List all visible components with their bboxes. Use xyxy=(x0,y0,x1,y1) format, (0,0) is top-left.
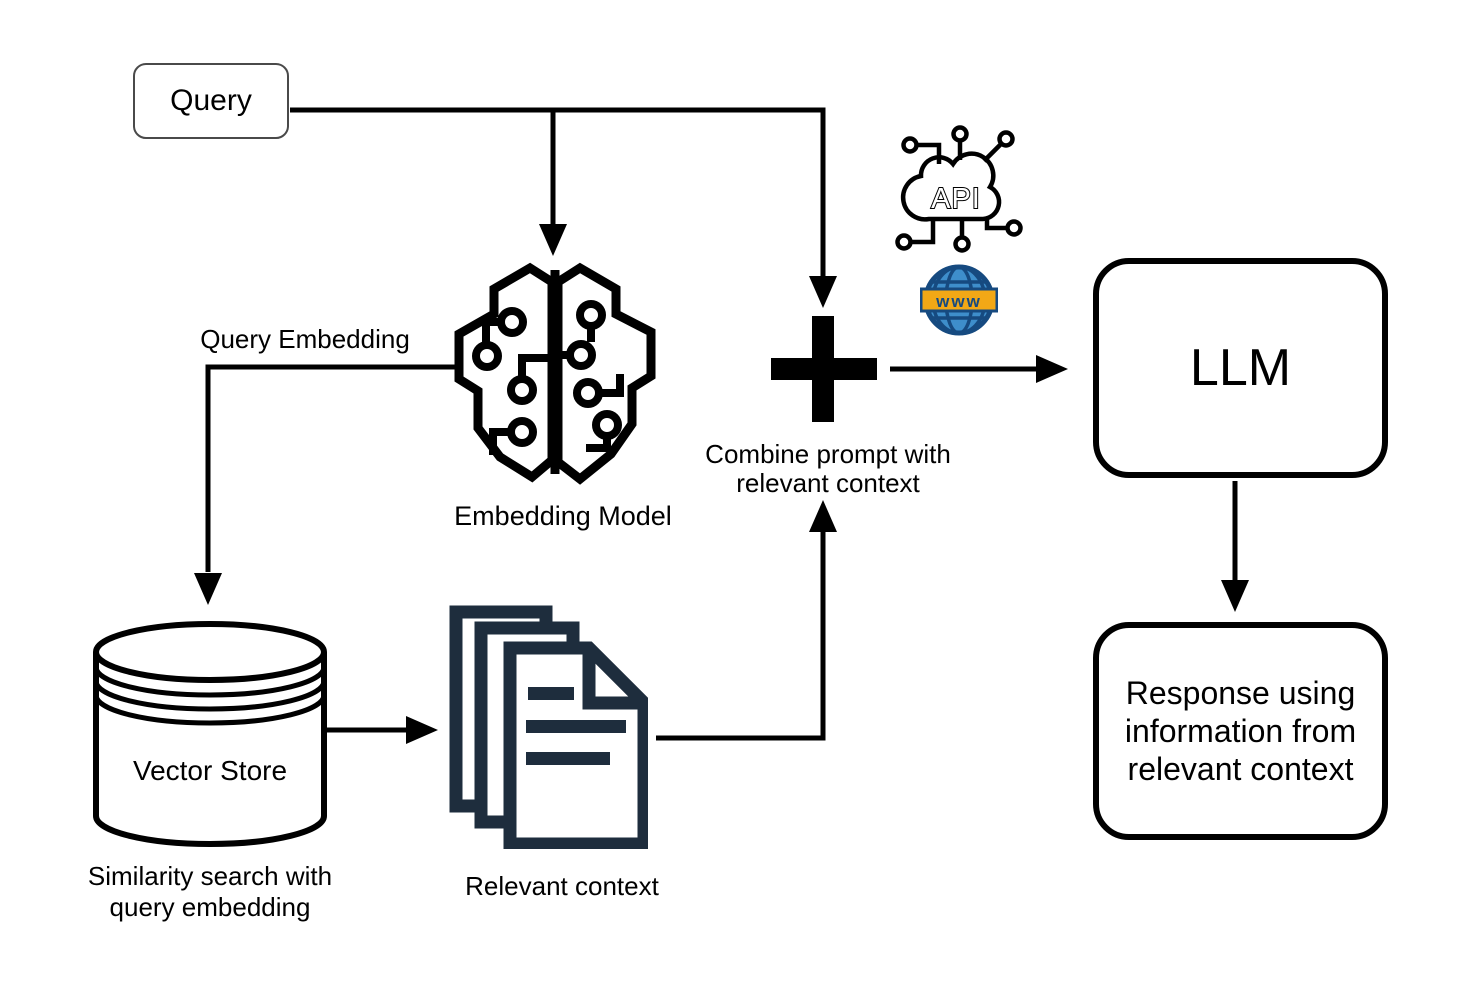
llm-node: LLM xyxy=(1093,258,1388,478)
cylinder xyxy=(93,621,327,847)
query-label: Query xyxy=(170,84,252,117)
embedding-model-icon xyxy=(454,262,656,485)
vector-store-label: Vector Store xyxy=(132,755,288,786)
response-line-2: information from xyxy=(1124,713,1357,749)
www-text: www xyxy=(935,292,982,311)
connector-lines xyxy=(205,107,1238,741)
response-node: Response using information from relevant… xyxy=(1093,622,1388,840)
api-nodes xyxy=(895,125,1023,253)
arrowhead-vectorstore xyxy=(194,573,222,605)
arrowhead-combine-top xyxy=(809,276,837,308)
similarity-line-1: Similarity search with xyxy=(87,861,333,891)
edge-query-to-combine xyxy=(290,107,826,276)
relevant-context-icon xyxy=(449,605,648,849)
combine-line-1: Combine prompt with xyxy=(705,439,951,469)
edge-embedding-to-vectorstore xyxy=(205,364,462,572)
similarity-line-2: query embedding xyxy=(109,892,311,922)
combine-line-2: relevant context xyxy=(736,468,920,498)
response-line-1: Response using xyxy=(1125,675,1356,711)
brain-nodes xyxy=(472,300,622,447)
query-node: Query xyxy=(133,63,289,139)
combine-label: Combine prompt with relevant context xyxy=(698,440,958,498)
similarity-search-label: Similarity search with query embedding xyxy=(60,861,360,923)
arrowhead-response xyxy=(1221,580,1249,612)
combine-plus-icon xyxy=(771,316,877,422)
arrowhead-combine-bottom xyxy=(809,500,837,532)
query-embedding-label: Query Embedding xyxy=(200,324,410,354)
edge-context-to-combine xyxy=(656,532,826,741)
cloud-outline xyxy=(900,151,1002,222)
llm-label: LLM xyxy=(1189,339,1292,397)
embedding-model-label: Embedding Model xyxy=(454,501,672,531)
arrowheads xyxy=(194,224,1249,744)
api-text: API xyxy=(931,183,981,215)
www-banner xyxy=(920,287,998,313)
arrowhead-embedding xyxy=(539,224,567,256)
arrowhead-llm xyxy=(1036,355,1068,383)
www-globe-icon: www xyxy=(920,264,998,336)
vector-store-icon xyxy=(93,621,327,847)
response-line-3: relevant context xyxy=(1127,751,1354,787)
api-cloud-icon: API xyxy=(895,125,1023,253)
document-text-bars xyxy=(526,687,626,765)
arrowhead-context xyxy=(406,716,438,744)
relevant-context-label: Relevant context xyxy=(465,871,659,901)
api-circuit xyxy=(900,141,1007,245)
